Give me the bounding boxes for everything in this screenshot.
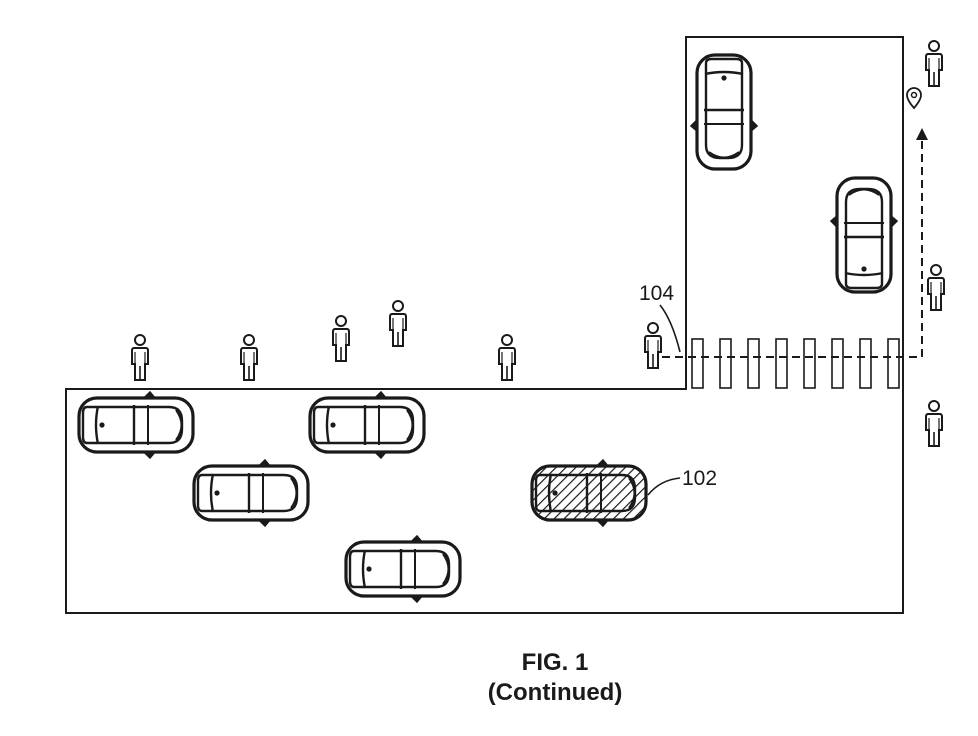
car-icon [310, 392, 424, 458]
figure-caption-subtitle: (Continued) [0, 678, 978, 708]
person-icon [928, 265, 944, 310]
crosswalk-stripe [832, 339, 843, 388]
person-icon [241, 335, 257, 380]
arrow-up-icon [916, 128, 928, 140]
person-icon [333, 316, 349, 361]
vehicle-102 [532, 460, 646, 526]
car-icon [194, 460, 308, 526]
crosswalk-stripe [748, 339, 759, 388]
person-icon [499, 335, 515, 380]
figure-caption-title: FIG. 1 [0, 648, 978, 678]
crosswalk [692, 339, 899, 388]
leader-line-104 [660, 305, 680, 352]
car-icon [346, 536, 460, 602]
crosswalk-stripe [804, 339, 815, 388]
crosswalk-stripe [720, 339, 731, 388]
car-icon [831, 178, 897, 292]
leader-line-102 [648, 478, 680, 495]
ref-label-104: 104 [639, 282, 674, 305]
car-icon [79, 392, 193, 458]
crosswalk-stripe [692, 339, 703, 388]
person-icon [390, 301, 406, 346]
crosswalk-stripe [776, 339, 787, 388]
location-pin-icon [907, 88, 921, 108]
person-icon [645, 323, 661, 368]
ref-label-102: 102 [682, 467, 717, 490]
person-icon [132, 335, 148, 380]
person-icon [926, 41, 942, 86]
crosswalk-stripe [888, 339, 899, 388]
crosswalk-stripe [860, 339, 871, 388]
person-icon [926, 401, 942, 446]
car-icon [691, 55, 757, 169]
parking-lot-outline [66, 37, 903, 613]
